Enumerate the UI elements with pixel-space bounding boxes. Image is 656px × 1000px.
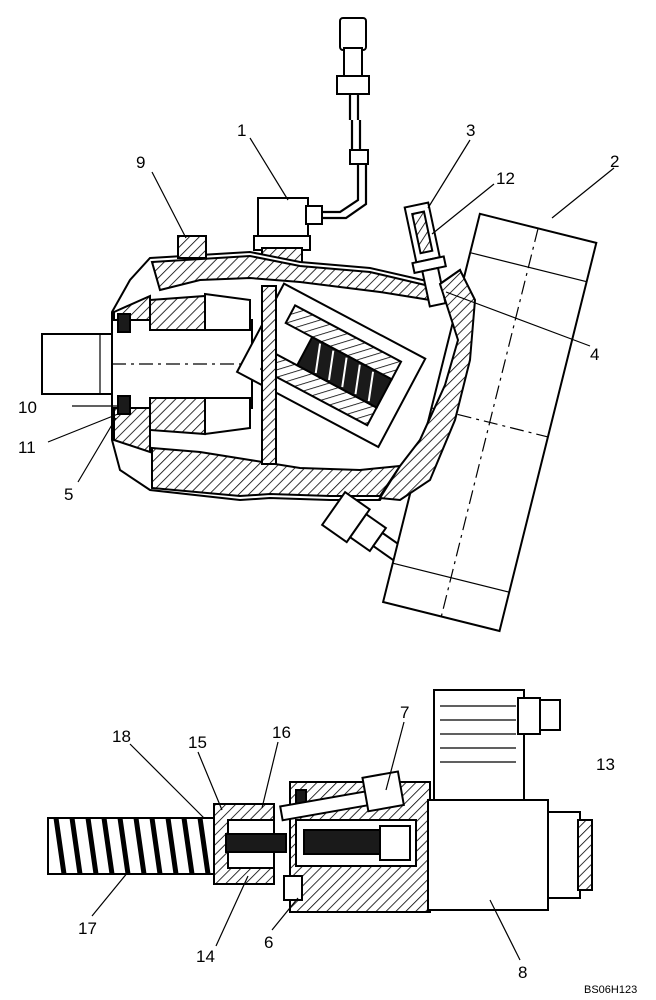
callout-6: 6 <box>264 933 273 952</box>
hydraulic-motor-assembly <box>41 17 598 633</box>
speed-sensor <box>403 201 447 308</box>
output-shaft <box>41 319 300 409</box>
callout-labels: 1 2 3 4 5 6 7 8 9 10 11 12 13 14 15 16 1… <box>18 121 637 996</box>
callout-5: 5 <box>64 485 73 504</box>
callout-16: 16 <box>272 723 291 742</box>
callout-17: 17 <box>78 919 97 938</box>
cylinder-block <box>235 282 427 449</box>
callout-8: 8 <box>518 963 527 982</box>
leader-lines <box>47 137 615 961</box>
figure-code: BS06H123 <box>584 984 637 996</box>
callout-12: 12 <box>496 169 515 188</box>
tapered-bearings <box>117 292 251 436</box>
callout-1: 1 <box>237 121 246 140</box>
plug-screw <box>177 235 207 259</box>
callout-18: 18 <box>112 727 131 746</box>
callout-13: 13 <box>596 755 615 774</box>
electrical-connector <box>318 17 370 220</box>
attached-gearbox-phantom <box>381 212 598 633</box>
spring-seat <box>213 803 287 885</box>
control-solenoid <box>427 689 593 911</box>
spring <box>47 817 219 875</box>
callout-11: 11 <box>18 438 36 457</box>
callout-7: 7 <box>400 703 409 722</box>
control-valve-assembly <box>47 689 593 913</box>
drive-plate <box>261 285 277 465</box>
housing-upper-section <box>150 254 440 302</box>
motor-end-flange <box>378 268 477 502</box>
callout-2: 2 <box>610 152 619 171</box>
adjusting-screw <box>279 770 405 822</box>
callout-15: 15 <box>188 733 207 752</box>
callout-4: 4 <box>590 345 599 364</box>
callout-3: 3 <box>466 121 475 140</box>
callout-14: 14 <box>196 947 215 966</box>
callout-9: 9 <box>136 153 145 172</box>
callout-10: 10 <box>18 398 37 417</box>
